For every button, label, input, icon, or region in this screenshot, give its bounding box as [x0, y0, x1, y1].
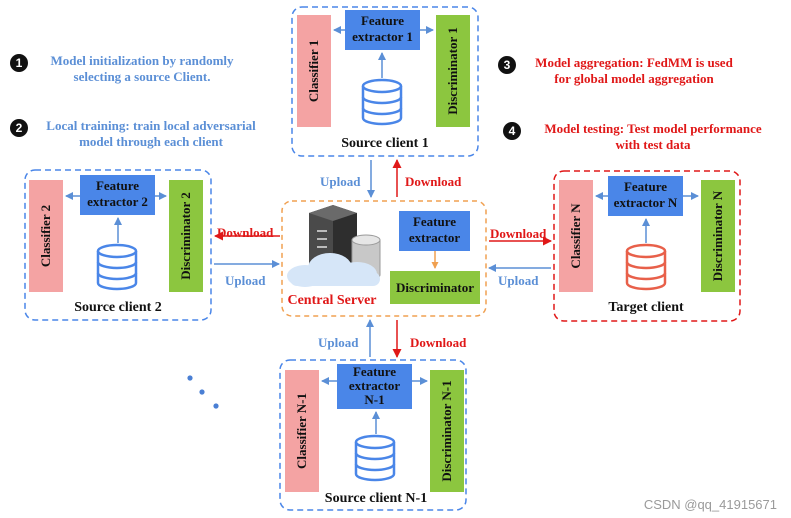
cloud-icon [287, 253, 380, 287]
discriminator-box [436, 15, 470, 127]
client-name-source-2: Source client 2 [74, 300, 162, 315]
classifier-box [285, 370, 319, 492]
fe-label-target: Feature extractor N [608, 179, 683, 211]
server-discriminator-box [390, 271, 480, 304]
step-1-line-1: Model initialization by randomly [50, 53, 234, 68]
central-server-label: Central Server [287, 293, 377, 308]
classifier-label-client-1: Classifier 1 [306, 39, 321, 103]
discriminator-label-client-2: Discriminator 2 [178, 192, 193, 280]
client-frame [24, 169, 212, 321]
step-3-line-2: for global model aggregation [554, 71, 714, 86]
fe-line-3: N-1 [364, 392, 385, 407]
fe-label-client-1: Feature extractor 1 [345, 13, 420, 45]
central-server [281, 200, 487, 317]
download-label-right: Download [490, 226, 547, 241]
server-discriminator-label: Discriminator [396, 280, 474, 295]
fe-line-2: extractor [408, 230, 461, 245]
fe-line-2: extractor [348, 378, 401, 393]
client-name-source-n-1: Source client N-1 [324, 491, 428, 506]
fe-line-1: Feature [412, 214, 457, 229]
server-feature-extractor-box [399, 211, 470, 251]
client-frame [279, 359, 467, 511]
fe-line-2: extractor 2 [87, 194, 148, 209]
classifier-box [559, 180, 593, 292]
discriminator-label-client-1: Discriminator 1 [445, 27, 460, 115]
client-frame [291, 6, 479, 157]
target-client [553, 170, 741, 322]
classifier-label-target: Classifier N [568, 203, 583, 269]
client-name-target: Target client [608, 300, 684, 315]
upload-label-left: Upload [225, 273, 266, 288]
step-3-note: Model aggregation: FedMM is used for glo… [518, 55, 750, 87]
step-4-line-1: Model testing: Test model performance [544, 121, 762, 136]
discriminator-box [430, 370, 464, 492]
source-client-1 [291, 6, 479, 157]
fe-line-1: Feature [623, 179, 668, 194]
fe-line-1: Feature [360, 13, 405, 28]
upload-label-top: Upload [320, 174, 361, 189]
feature-extractor-box [608, 176, 683, 216]
source-client-2 [24, 169, 212, 321]
download-label-bottom: Download [410, 335, 467, 350]
step-2-note: Local training: train local adversarial … [36, 118, 266, 150]
classifier-label-client-2: Classifier 2 [38, 204, 53, 268]
server-fe-label: Feature extractor [399, 214, 470, 246]
feature-extractor-box [345, 10, 420, 50]
source-client-n-1 [279, 359, 467, 511]
client-frame [553, 170, 741, 322]
step-4-note: Model testing: Test model performance wi… [522, 121, 784, 153]
step-1-line-2: selecting a source Client. [73, 69, 211, 84]
step-4-marker: 4 [503, 122, 521, 140]
fe-label-client-2: Feature extractor 2 [80, 178, 155, 210]
step-1-marker: 1 [10, 54, 28, 72]
download-label-left: Download [217, 225, 274, 240]
classifier-box [29, 180, 63, 292]
fe-line-2: extractor 1 [352, 29, 413, 44]
classifier-label-client-n-1: Classifier N-1 [294, 393, 309, 469]
step-4-line-2: with test data [615, 137, 691, 152]
step-2-line-2: model through each client [79, 134, 223, 149]
fe-line-1: Feature [352, 364, 397, 379]
fe-label-client-n-1: Feature extractor N-1 [337, 365, 412, 407]
step-3-marker: 3 [498, 56, 516, 74]
feature-extractor-box [337, 364, 412, 409]
discriminator-label-target: Discriminator N [710, 190, 725, 282]
database-icon [96, 243, 138, 291]
step-2-line-1: Local training: train local adversarial [46, 118, 256, 133]
fe-line-1: Feature [95, 178, 140, 193]
step-1-note: Model initialization by randomly selecti… [38, 53, 246, 85]
watermark: CSDN @qq_41915671 [643, 497, 777, 512]
upload-label-right: Upload [498, 273, 539, 288]
upload-label-bottom: Upload [318, 335, 359, 350]
database-icon [354, 434, 396, 482]
classifier-box [297, 15, 331, 127]
ellipsis-dots [187, 375, 219, 409]
discriminator-box [169, 180, 203, 292]
discriminator-box [701, 180, 735, 292]
server-frame [281, 200, 487, 317]
step-2-marker: 2 [10, 119, 28, 137]
client-name-source-1: Source client 1 [341, 136, 429, 151]
step-3-line-1: Model aggregation: FedMM is used [535, 55, 733, 70]
feature-extractor-box [80, 175, 155, 215]
database-icon [625, 243, 667, 291]
download-label-top: Download [405, 174, 462, 189]
discriminator-label-client-n-1: Discriminator N-1 [439, 380, 454, 482]
fe-line-2: extractor N [613, 195, 678, 210]
database-icon [361, 78, 403, 126]
